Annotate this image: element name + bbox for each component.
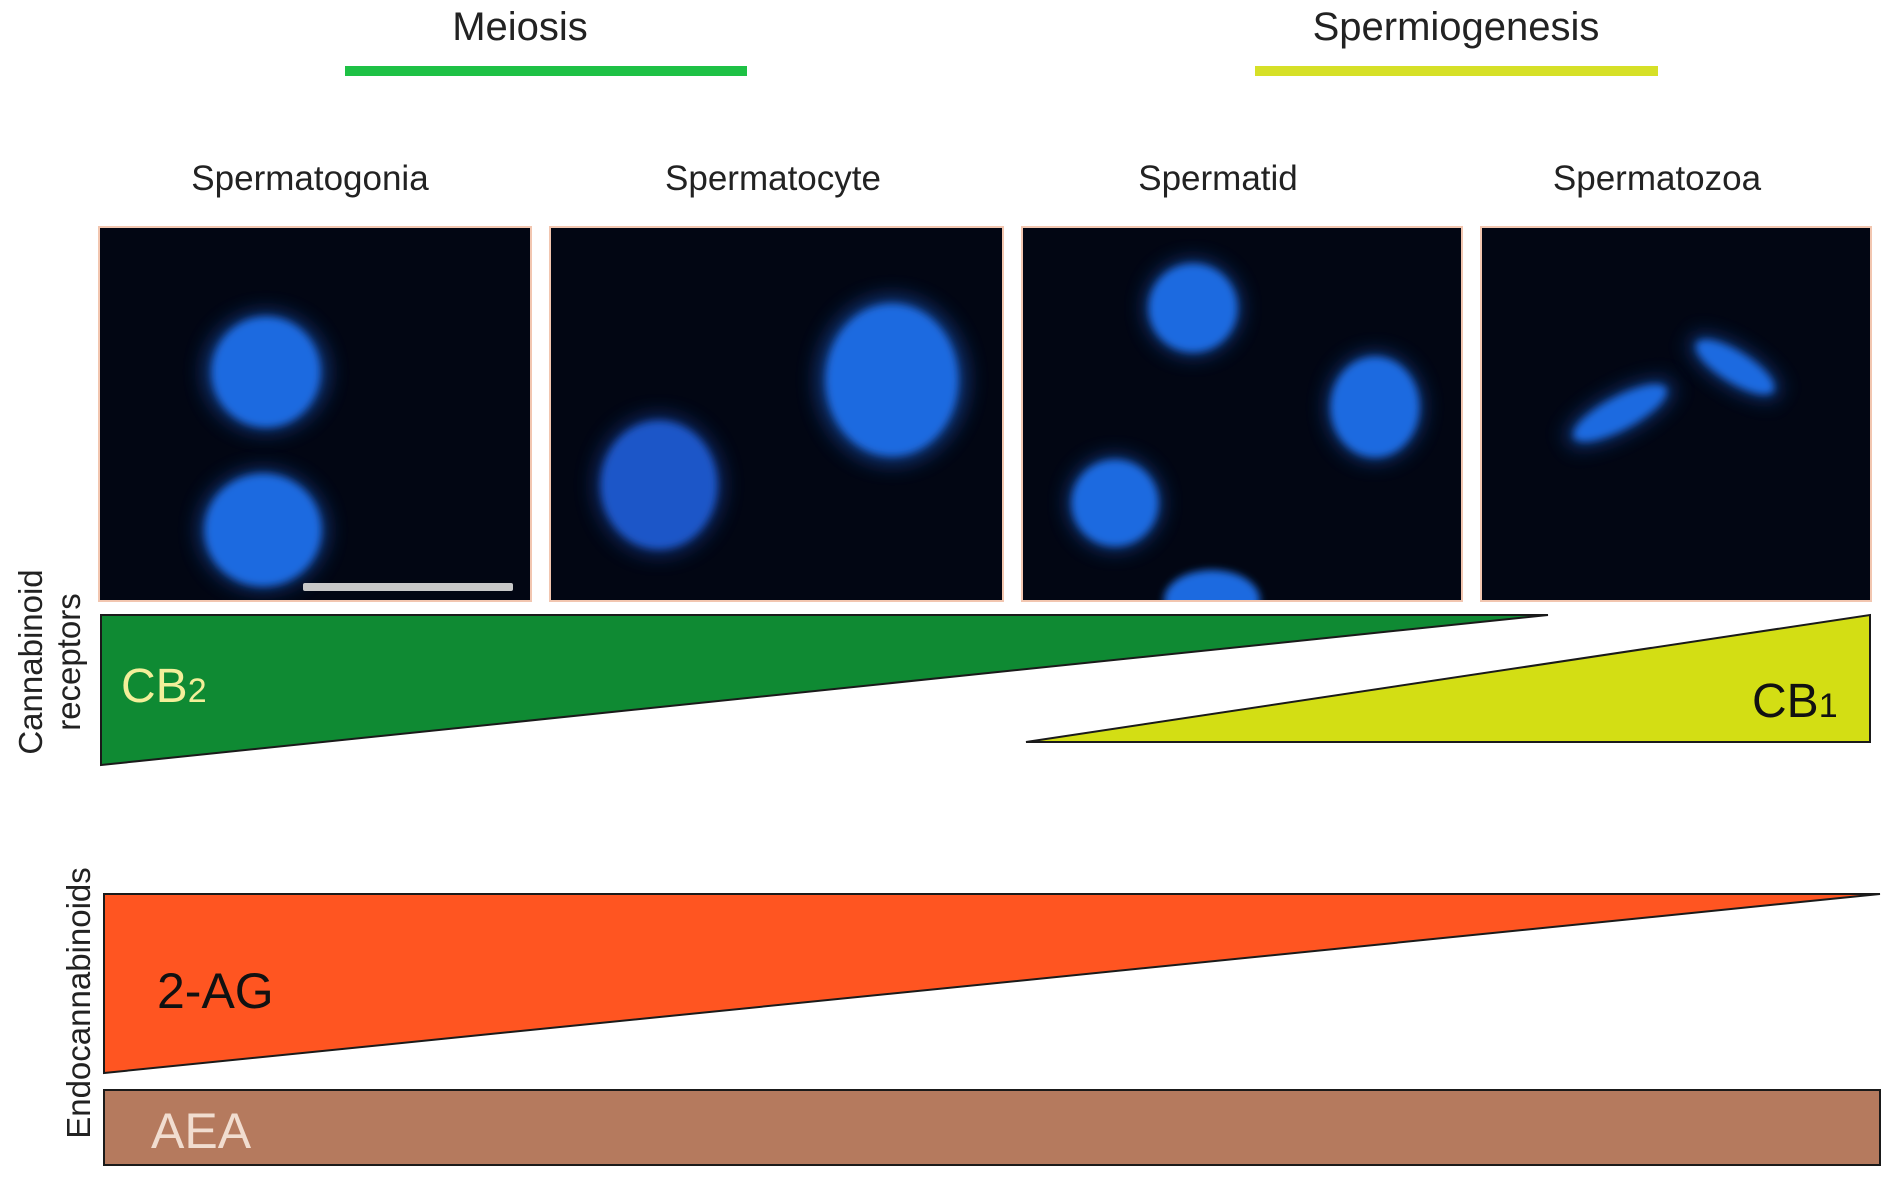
- meiosis-bar: [345, 66, 747, 76]
- nucleus: [826, 304, 958, 456]
- sperm-head: [1696, 339, 1774, 395]
- micrograph-spermatozoa: [1480, 226, 1872, 602]
- cb2-wedge: [100, 614, 1549, 767]
- scale-bar: [303, 583, 513, 591]
- micrograph-spermatogonia: [98, 226, 532, 602]
- two-ag-label: 2-AG: [157, 963, 274, 1019]
- panel-frame: [549, 226, 1004, 602]
- cb2-label: CB2: [121, 660, 207, 713]
- phase-meiosis: Meiosis: [345, 5, 747, 76]
- nucleus: [1331, 357, 1419, 457]
- cb1-label: CB1: [1752, 675, 1838, 728]
- meiosis-label: Meiosis: [452, 5, 588, 49]
- receptors-axis-label-line1: Cannabinoid: [12, 569, 49, 754]
- stage-label-spermatid: Spermatid: [1138, 159, 1298, 198]
- nucleus: [205, 474, 321, 586]
- nucleus: [601, 421, 717, 549]
- micrograph-spermatocyte: [549, 226, 1004, 602]
- aea-label: AEA: [151, 1103, 252, 1159]
- panel-frame: [1480, 226, 1872, 602]
- spermiogenesis-bar: [1255, 66, 1658, 76]
- endocannabinoids-axis-label: Endocannabinoids: [60, 867, 97, 1139]
- panel-frame: [1021, 226, 1463, 602]
- cannabinoid-receptors-section: Cannabinoid receptors CB2 CB1: [12, 569, 1871, 767]
- micrograph-spermatid: [1021, 226, 1463, 602]
- endocannabinoids-section: Endocannabinoids 2-AG AEA: [60, 867, 1881, 1166]
- nucleus: [212, 317, 320, 427]
- sperm-head: [1573, 384, 1667, 442]
- spermiogenesis-label: Spermiogenesis: [1313, 5, 1600, 49]
- panel-frame: [98, 226, 532, 602]
- receptors-axis-label-line2: receptors: [50, 593, 87, 731]
- stage-label-spermatocyte: Spermatocyte: [665, 159, 881, 198]
- nucleus: [1149, 264, 1237, 352]
- stage-label-spermatogonia: Spermatogonia: [191, 159, 429, 198]
- nucleus: [1072, 460, 1158, 546]
- cb1-wedge: [1025, 613, 1871, 743]
- aea-bar: [103, 1089, 1881, 1166]
- panel-background: [1482, 228, 1870, 600]
- two-ag-wedge: [103, 893, 1881, 1075]
- stage-label-spermatozoa: Spermatozoa: [1553, 159, 1762, 198]
- phase-spermiogenesis: Spermiogenesis: [1255, 5, 1658, 76]
- nucleus: [1164, 570, 1260, 600]
